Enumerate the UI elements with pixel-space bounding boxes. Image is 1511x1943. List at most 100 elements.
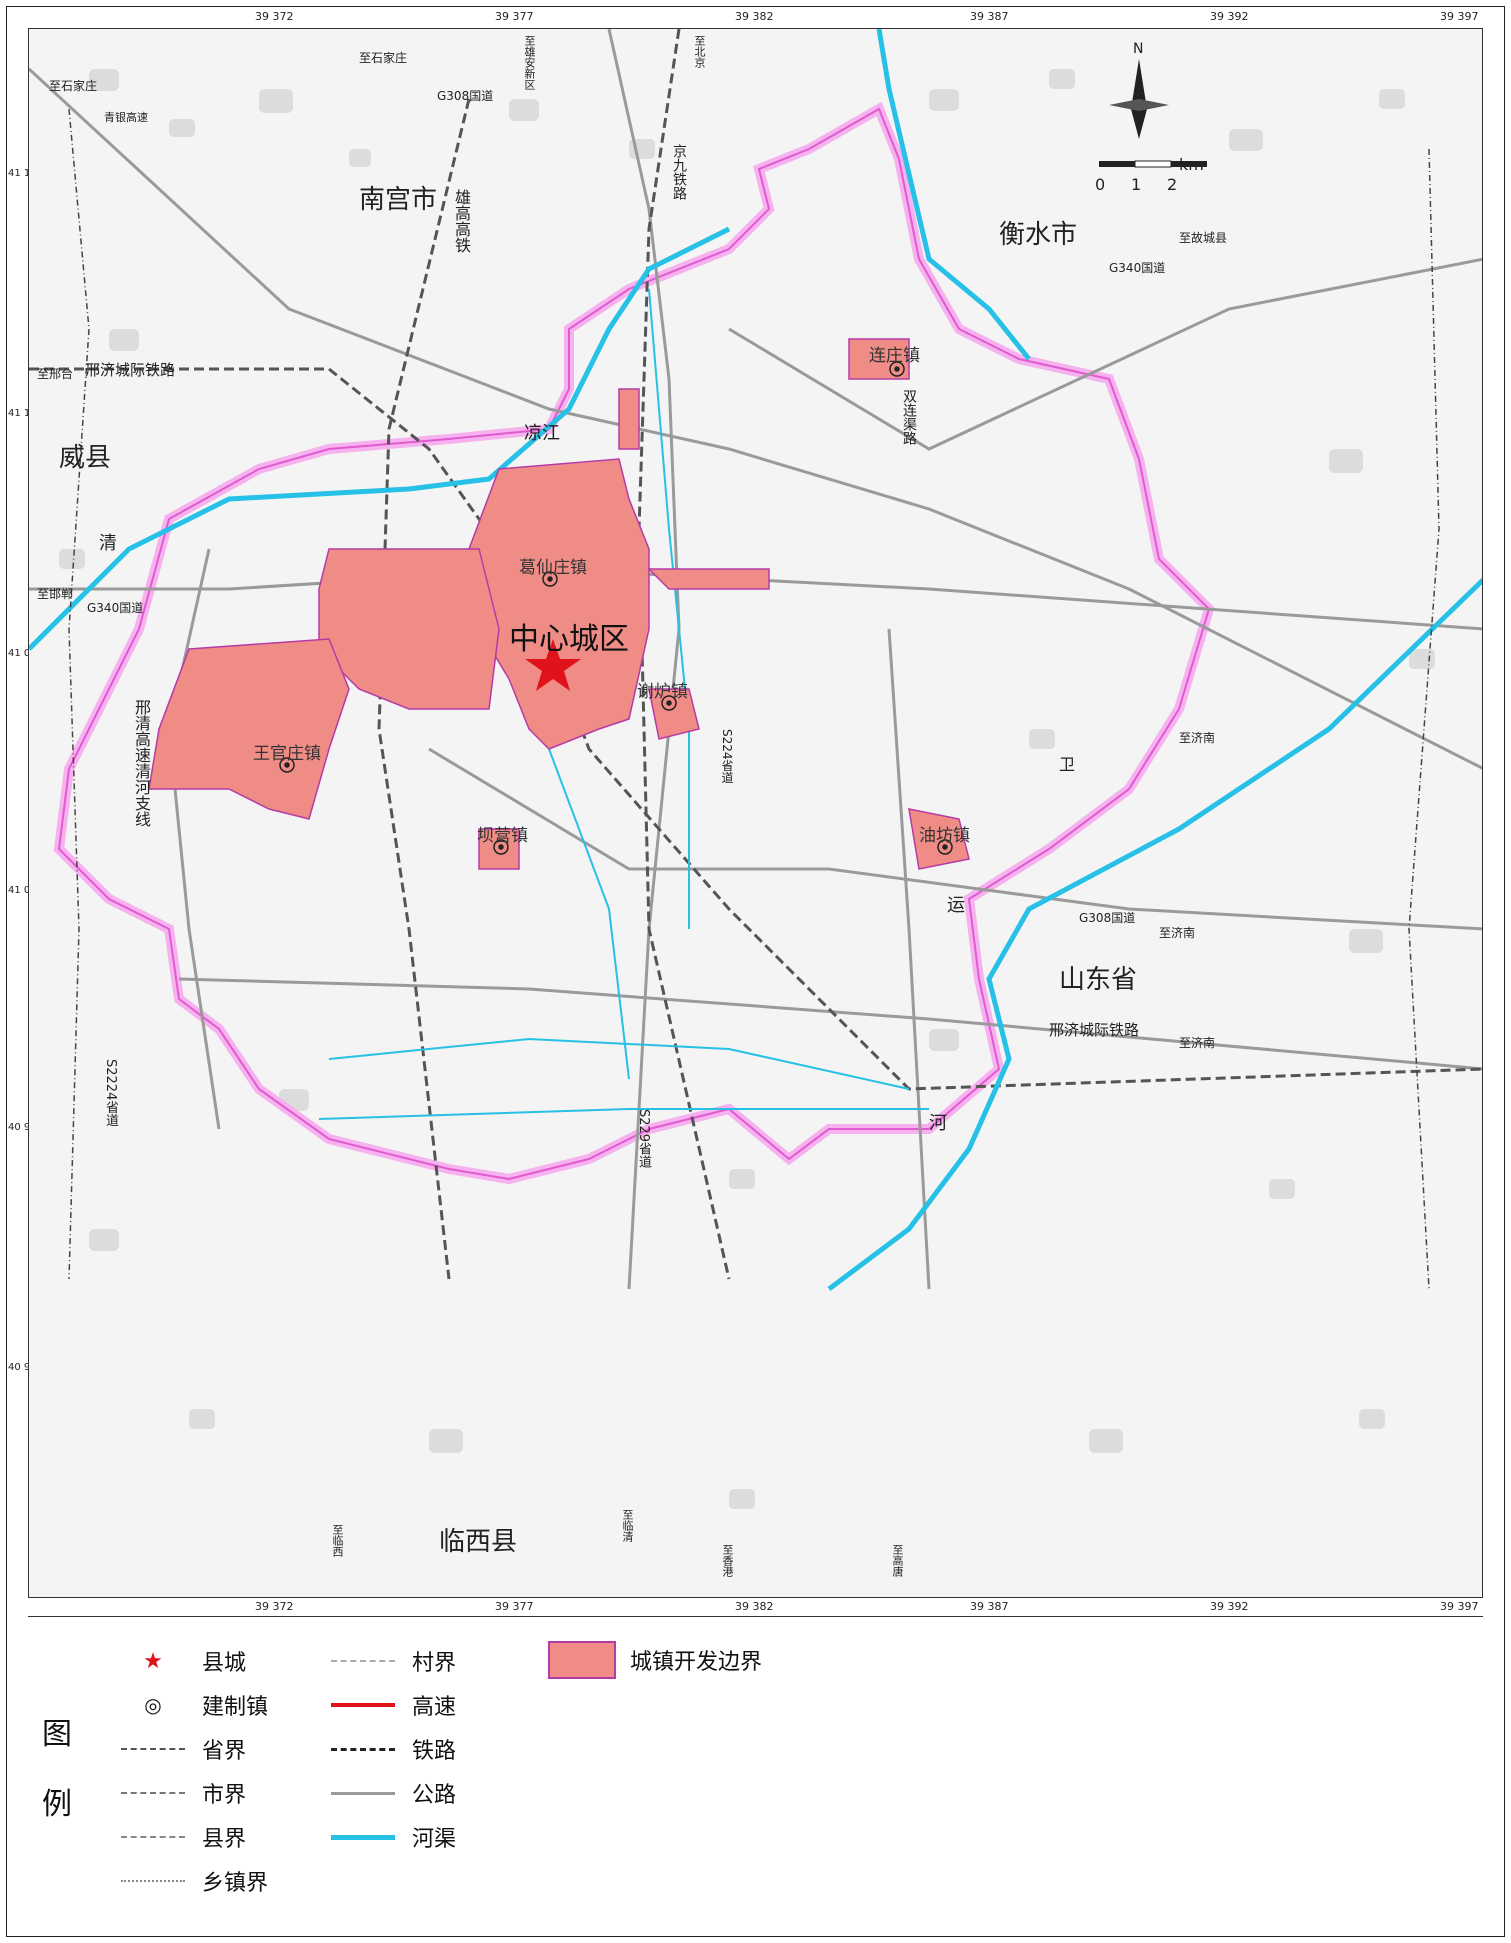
coord-top-1: 39 372 bbox=[255, 10, 294, 23]
legend-label: 高速 bbox=[412, 1695, 457, 1720]
coord-top-2: 39 377 bbox=[495, 10, 534, 23]
dest-shijiazhuang-2: 至石家庄 bbox=[49, 79, 98, 93]
legend-item-province: 省界 bbox=[118, 1733, 246, 1765]
legend-item-city: 市界 bbox=[118, 1777, 246, 1809]
label-qingyin: 青银高速 bbox=[104, 111, 148, 124]
label-he: 河 bbox=[929, 1113, 947, 1134]
legend-item-town: ◎ 建制镇 bbox=[118, 1689, 268, 1721]
label-jingjiu: 京九铁路 bbox=[671, 144, 687, 200]
coord-side-3: 41 06 bbox=[8, 648, 37, 659]
settlement-background bbox=[59, 69, 1435, 1509]
star-icon: ★ bbox=[143, 1648, 163, 1674]
legend-item-railway: 铁路 bbox=[328, 1733, 456, 1765]
legend-label: 县界 bbox=[202, 1827, 247, 1852]
scale-tick-2: 2 bbox=[1167, 175, 1178, 194]
coord-bot-6: 39 397 bbox=[1440, 1600, 1479, 1613]
dest-gaotang: 至高唐 bbox=[891, 1544, 904, 1577]
north-label: N bbox=[1133, 41, 1144, 57]
legend-item-road: 公路 bbox=[328, 1777, 456, 1809]
label-yunhe: 运 bbox=[947, 895, 965, 916]
coord-side-5: 40 96 bbox=[8, 1122, 37, 1133]
legend-label: 县城 bbox=[202, 1651, 247, 1676]
dest-jinan-1: 至济南 bbox=[1179, 731, 1216, 745]
town-youfang: 油坊镇 bbox=[919, 826, 970, 846]
legend-item-village: 村界 bbox=[328, 1645, 456, 1677]
legend-label: 省界 bbox=[202, 1739, 247, 1764]
label-qinghe: 清 bbox=[99, 533, 117, 554]
legend-item-county: ★ 县城 bbox=[118, 1645, 246, 1677]
north-arrow-icon bbox=[1109, 59, 1169, 139]
legend-item-river: 河渠 bbox=[328, 1821, 456, 1853]
dev-polygons bbox=[148, 338, 970, 870]
legend-label: 市界 bbox=[202, 1783, 247, 1808]
town-circle-icon: ◎ bbox=[144, 1693, 162, 1717]
rivers bbox=[29, 29, 1482, 1291]
scale-bar-graphic bbox=[1099, 160, 1207, 168]
place-linxi: 临西县 bbox=[439, 1527, 518, 1557]
label-s224: S224省道 bbox=[720, 729, 734, 784]
label-weilu: 卫 bbox=[1059, 755, 1076, 774]
label-g340-left: G340国道 bbox=[87, 601, 144, 615]
place-hengshui: 衡水市 bbox=[999, 220, 1078, 250]
label-shuanglian: 双连渠路 bbox=[901, 389, 917, 445]
dest-handan: 至邯郸 bbox=[37, 587, 74, 601]
legend-label: 村界 bbox=[412, 1651, 457, 1676]
legend-item-township: 乡镇界 bbox=[118, 1865, 268, 1897]
dest-gucheng: 至故城县 bbox=[1179, 231, 1228, 245]
map-canvas[interactable]: 南宫市 衡水市 威县 山东省 临西县 中心城区 葛仙庄镇 连庄镇 谢炉镇 王官庄… bbox=[28, 28, 1483, 1598]
coord-top-6: 39 397 bbox=[1440, 10, 1479, 23]
map-svg bbox=[29, 29, 1482, 1509]
map-frame bbox=[6, 6, 1505, 1937]
place-nangong: 南宫市 bbox=[359, 185, 438, 215]
town-baying: 坝营镇 bbox=[477, 826, 528, 846]
center-city-label: 中心城区 bbox=[509, 622, 629, 657]
label-g308-top: G308国道 bbox=[437, 89, 494, 103]
dev-boundary-swatch bbox=[548, 1641, 616, 1679]
town-gexianzhuang: 葛仙庄镇 bbox=[519, 558, 587, 578]
label-xingji-left: 邢济城际铁路 bbox=[85, 361, 176, 379]
coord-bot-3: 39 382 bbox=[735, 1600, 774, 1613]
dest-linxi-1: 至临西 bbox=[331, 1524, 344, 1557]
label-g308-right: G308国道 bbox=[1079, 911, 1136, 925]
label-xionggao: 雄高高铁 bbox=[452, 189, 471, 253]
scale-tick-0: 0 bbox=[1095, 175, 1106, 194]
legend-title-2: 例 bbox=[42, 1787, 72, 1822]
coord-side-1: 41 16 bbox=[8, 168, 37, 179]
place-shandong: 山东省 bbox=[1059, 965, 1138, 995]
coord-side-6: 40 91 bbox=[8, 1362, 37, 1373]
scale-unit: km bbox=[1179, 155, 1204, 174]
legend-label: 河渠 bbox=[412, 1827, 457, 1852]
town-markers bbox=[279, 361, 953, 855]
dest-beijing: 至北京 bbox=[693, 35, 706, 68]
dest-xianggang: 至香港 bbox=[721, 1544, 734, 1577]
legend-item-expressway: 高速 bbox=[328, 1689, 456, 1721]
legend-label: 乡镇界 bbox=[202, 1871, 269, 1896]
legend-title-1: 图 bbox=[42, 1717, 72, 1752]
label-s229: S229省道 bbox=[636, 1109, 651, 1169]
coord-side-4: 41 01 bbox=[8, 885, 37, 896]
label-s2224: S2224省道 bbox=[103, 1059, 118, 1127]
label-liangjiang: 凉江 bbox=[524, 423, 560, 444]
county-border bbox=[68, 108, 1440, 1290]
dest-shijiazhuang-1: 至石家庄 bbox=[359, 51, 408, 65]
town-wangguanzhuang: 王官庄镇 bbox=[253, 744, 321, 764]
legend-item-dev-boundary: 城镇开发边界 bbox=[548, 1641, 762, 1679]
county-seat-star bbox=[525, 639, 581, 691]
label-xingqing: 邢清高速清河支线 bbox=[132, 699, 151, 827]
dest-jinan-2: 至济南 bbox=[1159, 926, 1196, 940]
legend-item-county-border: 县界 bbox=[118, 1821, 246, 1853]
scale-tick-1: 1 bbox=[1131, 175, 1142, 194]
coord-top-3: 39 382 bbox=[735, 10, 774, 23]
dest-xingtai: 至邢台 bbox=[37, 367, 74, 381]
dev-boundary-line bbox=[57, 107, 1211, 1181]
coord-bot-5: 39 392 bbox=[1210, 1600, 1249, 1613]
dest-xiongan: 至雄安新区 bbox=[523, 35, 536, 90]
legend-label: 城镇开发边界 bbox=[630, 1650, 763, 1675]
label-g340-right: G340国道 bbox=[1109, 261, 1166, 275]
town-lianzhuang: 连庄镇 bbox=[869, 346, 920, 366]
dest-linxi-2: 至临清 bbox=[621, 1509, 634, 1542]
dest-jinan-3: 至济南 bbox=[1179, 1036, 1216, 1050]
legend-label: 公路 bbox=[412, 1783, 457, 1808]
coord-bot-2: 39 377 bbox=[495, 1600, 534, 1613]
legend-label: 建制镇 bbox=[202, 1695, 269, 1720]
